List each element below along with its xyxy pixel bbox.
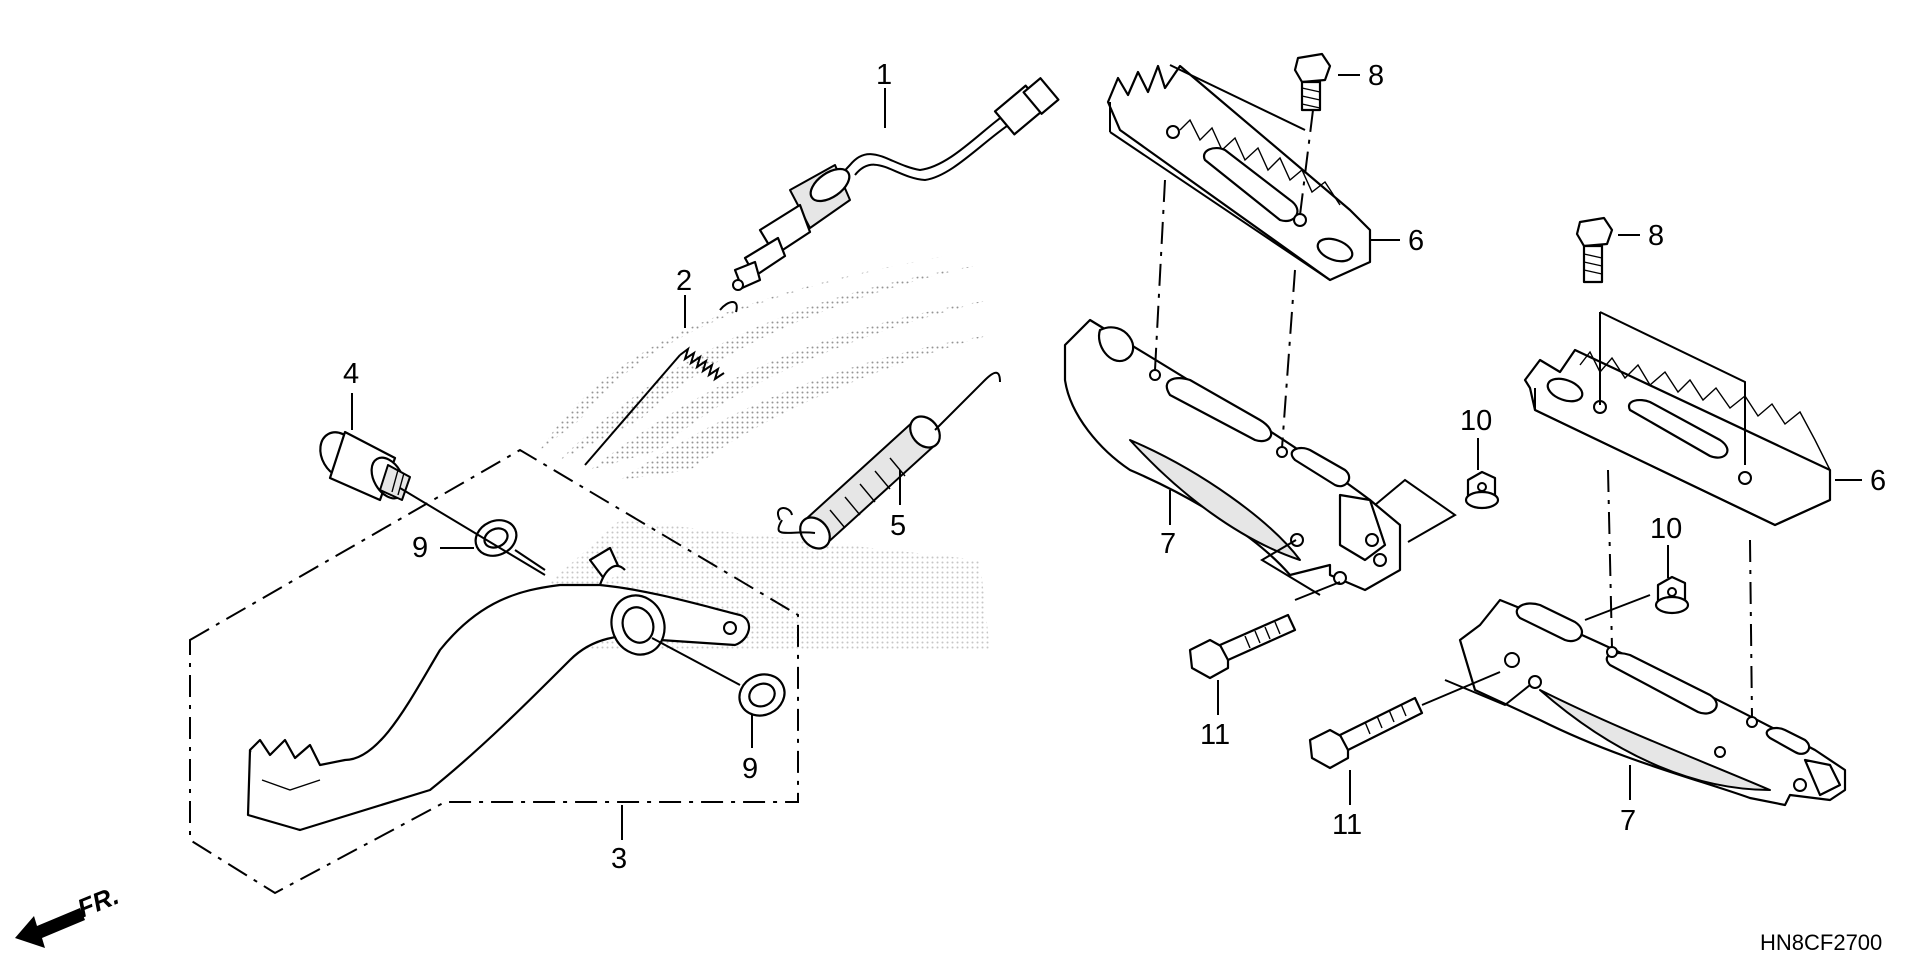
callout-7-top: 7 xyxy=(1160,528,1176,560)
dust-seal-icon xyxy=(474,519,786,717)
callout-11-bottom: 11 xyxy=(1332,809,1362,841)
callout-6-top: 6 xyxy=(1408,225,1424,257)
front-arrow-icon xyxy=(15,908,85,948)
diagram-code: HN8CF2700 xyxy=(1760,930,1882,955)
callout-11-top: 11 xyxy=(1200,719,1230,751)
callouts: 1 2 3 4 5 6 6 7 7 8 8 9 9 10 10 11 11 xyxy=(343,59,1886,875)
pivot-bolt-icon xyxy=(319,430,411,502)
callout-10-bottom: 10 xyxy=(1650,513,1682,545)
flange-bolt-icon xyxy=(1293,52,1614,284)
callout-10-top: 10 xyxy=(1460,405,1492,437)
brake-pedal-icon xyxy=(246,546,751,832)
front-direction-indicator: FR. xyxy=(15,880,123,948)
callout-4: 4 xyxy=(343,358,359,390)
callout-2: 2 xyxy=(676,265,692,297)
callout-7-bottom: 7 xyxy=(1620,805,1636,837)
callout-5: 5 xyxy=(890,510,906,542)
brake-light-switch-icon xyxy=(732,77,1060,291)
callout-1: 1 xyxy=(876,59,892,91)
callout-9-right: 9 xyxy=(742,753,758,785)
switch-spring-icon xyxy=(584,301,738,466)
pedal-assembly-group-box xyxy=(189,448,799,895)
flange-bolt-icon xyxy=(1188,613,1424,770)
callout-8-top: 8 xyxy=(1368,60,1384,92)
step-plate-icon xyxy=(1523,348,1832,527)
leader-lines xyxy=(351,64,1862,840)
return-spring-icon xyxy=(777,371,1001,550)
step-bracket-icon xyxy=(1458,598,1847,807)
callout-8-bottom: 8 xyxy=(1648,220,1664,252)
step-bracket-icon xyxy=(1063,318,1402,592)
callout-3: 3 xyxy=(611,843,627,875)
step-plate-icon xyxy=(1106,64,1372,282)
callout-6-bottom: 6 xyxy=(1870,465,1886,497)
flange-nut-icon xyxy=(1464,470,1690,615)
callout-9-left: 9 xyxy=(412,532,428,564)
